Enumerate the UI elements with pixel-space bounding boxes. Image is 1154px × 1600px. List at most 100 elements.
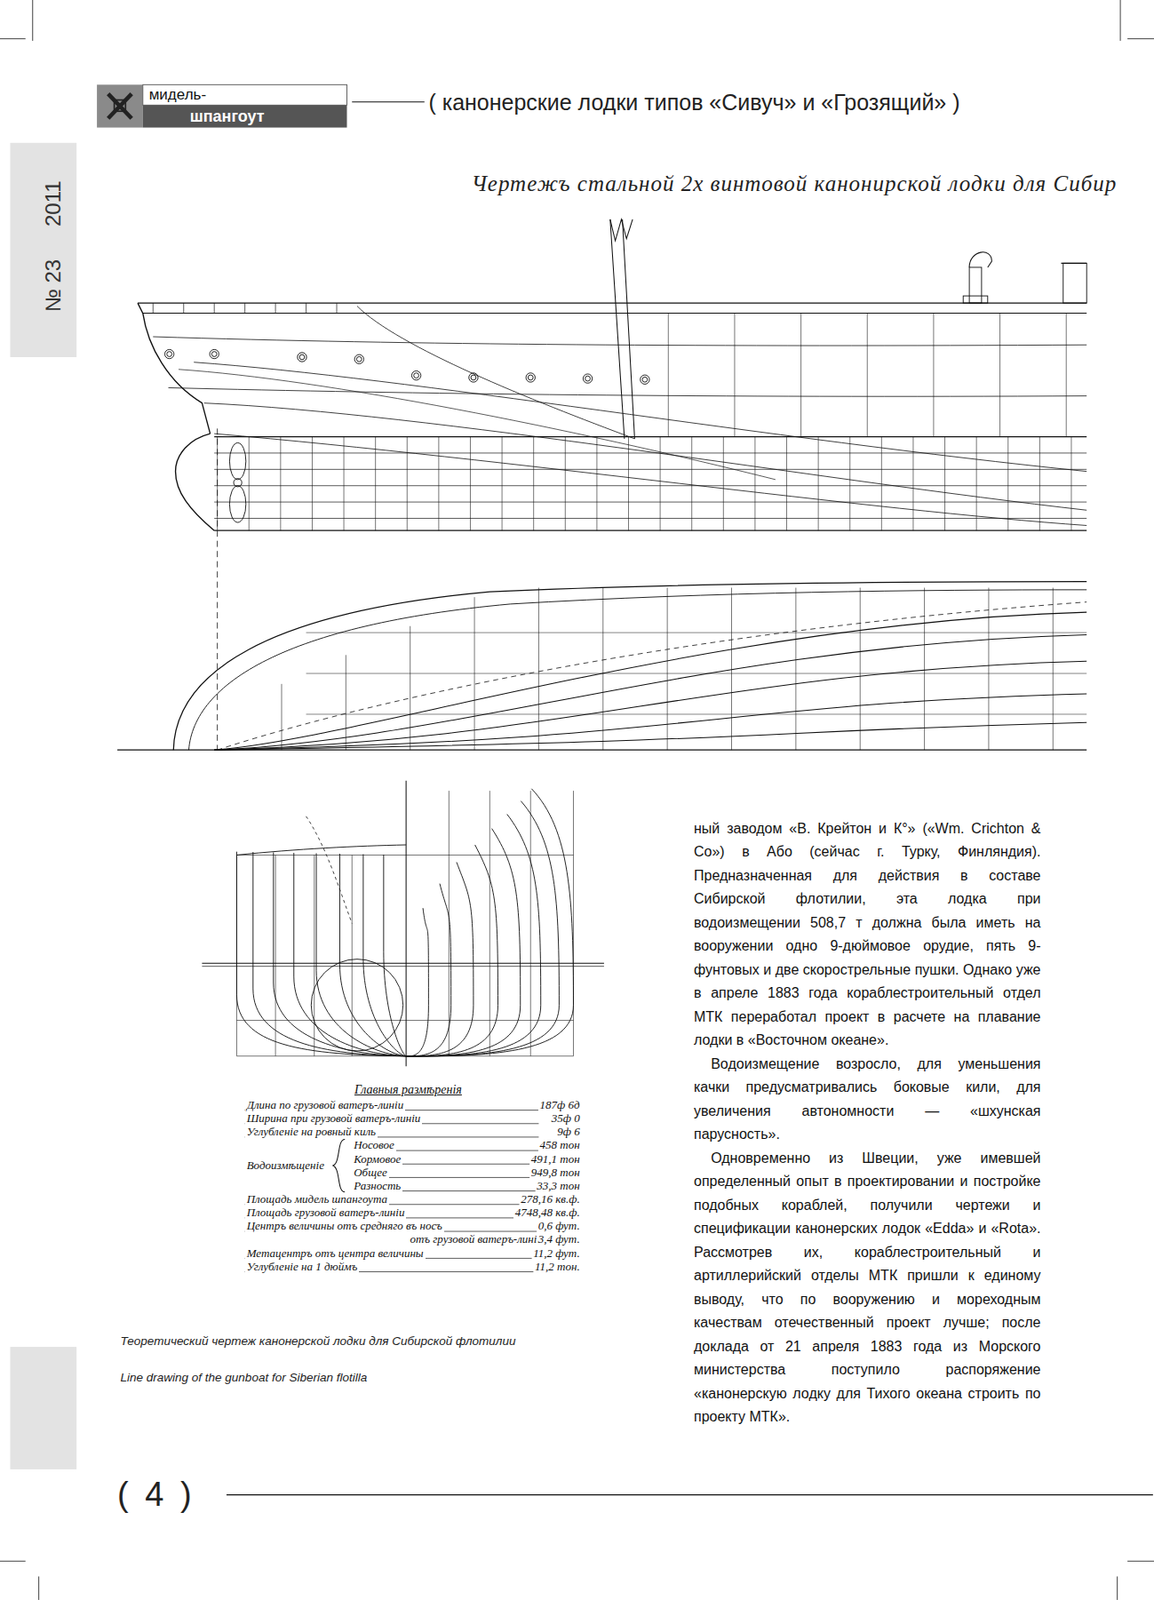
frame-curve: [383, 854, 406, 1057]
drawing-title: Чертежъ стальной 2х винтовой канонирской…: [471, 170, 1118, 197]
porthole: [582, 374, 592, 383]
frame-curve: [405, 844, 498, 1057]
table-cell: 491,1 тон: [529, 1152, 582, 1166]
propeller-circle: [310, 959, 403, 1051]
station-line: [976, 437, 978, 532]
frame-curve: [405, 788, 574, 1057]
frame-curve: [316, 852, 406, 1056]
table-cell: отъ грузовой ватеръ-линіи: [407, 1233, 545, 1247]
perpendicular: [216, 428, 218, 750]
station-line: [849, 437, 851, 532]
porthole: [413, 373, 420, 379]
table-brace: [332, 1138, 345, 1192]
frame-curve: [273, 851, 406, 1056]
side-tab: [9, 143, 77, 358]
porthole: [470, 374, 477, 381]
ventilator-base: [962, 295, 988, 303]
waterline: [214, 452, 1087, 454]
station-line: [932, 313, 934, 438]
station-line: [668, 313, 669, 438]
porthole: [354, 354, 364, 364]
crop-mark: [0, 1560, 26, 1562]
crop-mark: [1127, 38, 1154, 40]
running-head: ( канонерские лодки типов «Сивуч» и «Гро…: [428, 88, 960, 115]
table-cell: 278,16 кв.ф.: [518, 1193, 581, 1207]
table-cell: 33,3 тон: [534, 1178, 581, 1193]
station-line: [691, 437, 693, 532]
station-line: [1007, 437, 1009, 532]
logo-icon: [96, 84, 144, 128]
propeller-blade: [229, 442, 246, 479]
body-text: ный заводом «В. Крейтон и К°» («Wm. Cric…: [693, 817, 1042, 1053]
buttock-line: [193, 362, 1087, 472]
mast: [610, 219, 636, 439]
station-line: [469, 437, 471, 532]
table-cell: 9ф 6: [555, 1125, 581, 1139]
crop-mark: [1120, 0, 1122, 41]
waterline: [214, 436, 1087, 438]
porthole: [640, 374, 650, 384]
base-line: [214, 530, 1087, 532]
crop-mark: [38, 1575, 40, 1600]
table-cell: Площадь мидель шпангоута: [245, 1193, 390, 1207]
station-line: [280, 684, 282, 750]
bulwark-stanchion: [183, 302, 184, 313]
grid-line: [448, 790, 450, 1057]
diagonal-line: [178, 369, 776, 480]
frame-curve: [236, 851, 406, 1057]
crop-mark: [31, 0, 33, 41]
table-cell: Кормовое: [351, 1152, 403, 1166]
grid-line: [236, 854, 574, 856]
station-line: [343, 437, 345, 532]
station-line: [374, 437, 376, 532]
ventilator-cowl: [969, 252, 992, 268]
station-line: [1070, 437, 1072, 532]
bulwark-stanchion: [152, 302, 154, 313]
waterline: [214, 501, 1087, 503]
station-line: [912, 437, 914, 532]
station-line: [667, 588, 669, 751]
ventilator: [969, 267, 982, 303]
propeller-blade: [229, 485, 246, 523]
table-cell: 949,8 тон: [529, 1165, 582, 1179]
porthole: [356, 356, 362, 362]
table-cell: Общее: [351, 1165, 390, 1179]
station-line: [345, 654, 347, 750]
waterline-curve: [214, 612, 1087, 750]
porthole: [164, 349, 174, 359]
rudder-outline: [175, 433, 215, 531]
logo-cross: [108, 94, 132, 120]
station-line: [944, 437, 946, 532]
porthole: [209, 349, 219, 359]
station-line: [1039, 437, 1041, 532]
stern-outline: [137, 302, 211, 434]
deck-outline: [188, 589, 1087, 750]
logo-band: [143, 84, 348, 105]
figure-caption: Теоретический чертеж канонерской лодки д…: [120, 1335, 517, 1350]
figure-caption: Line drawing of the gunboat for Siberian…: [120, 1370, 368, 1385]
funnel: [1063, 262, 1087, 303]
logo-text: шпангоут: [190, 107, 265, 127]
bulwark-stanchion: [244, 302, 246, 313]
station-line: [733, 313, 735, 438]
porthole: [167, 351, 173, 358]
porthole: [469, 373, 478, 383]
page-number: ( 4 ): [117, 1475, 196, 1515]
table-cell: Длина по грузовой ватеръ-линіи: [245, 1098, 406, 1112]
frame-curve: [339, 853, 406, 1057]
table-cell: Площадь грузовой ватеръ-линіи: [245, 1206, 407, 1220]
table-cell: 4748,48 кв.ф.: [513, 1206, 582, 1220]
bulwark-stanchion: [275, 302, 277, 313]
table-cell: Центръ величины отъ средняго въ носъ: [245, 1219, 445, 1234]
station-line: [795, 588, 796, 751]
buttock-line: [214, 433, 1087, 526]
station-line: [409, 626, 411, 750]
frame-curve: [405, 907, 429, 1057]
table-cell: Разность: [351, 1178, 403, 1193]
table-cell: 11,2 тон.: [533, 1259, 582, 1274]
body-column: ный заводом «В. Крейтон и К°» («Wm. Cric…: [693, 817, 1042, 1430]
